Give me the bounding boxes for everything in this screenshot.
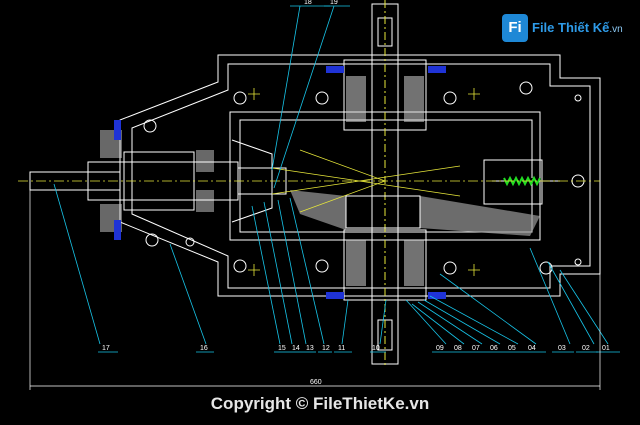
copyright-watermark: Copyright © FileThietKe.vn (210, 394, 430, 413)
logo-mark-icon: Fi (502, 14, 528, 42)
part-label-12: 12 (322, 345, 330, 352)
part-label-15: 15 (278, 345, 286, 352)
part-label-03: 03 (558, 345, 566, 352)
leader-lines (53, 5, 609, 345)
logo-domain: .vn (609, 24, 623, 35)
cone-lines (271, 149, 461, 213)
part-label-02: 02 (582, 345, 590, 352)
bevel-gear-large (290, 190, 540, 236)
part-label-08: 08 (454, 345, 462, 352)
overall-dimension (29, 190, 601, 390)
part-label-11: 11 (338, 345, 345, 352)
bolt-circles (143, 81, 585, 275)
part-label-09: 09 (436, 345, 444, 352)
part-label-13: 13 (306, 345, 314, 352)
bearing-hatching (100, 76, 424, 286)
part-label-18: 18 (304, 0, 312, 6)
overall-dimension-value: 660 (310, 379, 322, 386)
logo-text: File Thiết Kế.vn (532, 20, 623, 35)
logo-word-thietke: Thiết Kế (558, 20, 610, 35)
spring (503, 175, 541, 187)
seal-rings (114, 66, 446, 299)
part-label-04: 04 (528, 345, 536, 352)
filethietke-logo[interactable]: Fi File Thiết Kế.vn (502, 12, 623, 46)
part-label-05: 05 (508, 345, 516, 352)
part-label-16: 16 (200, 345, 208, 352)
logo-word-file: File (532, 20, 555, 35)
part-label-01: 01 (602, 345, 610, 352)
bolt-crosshairs (248, 88, 480, 276)
part-label-17: 17 (102, 345, 110, 352)
housing-outline (29, 54, 601, 297)
part-label-07: 07 (472, 345, 480, 352)
part-label-06: 06 (490, 345, 498, 352)
part-label-19: 19 (330, 0, 338, 6)
part-label-10: 10 (372, 345, 380, 352)
part-label-14: 14 (292, 345, 300, 352)
